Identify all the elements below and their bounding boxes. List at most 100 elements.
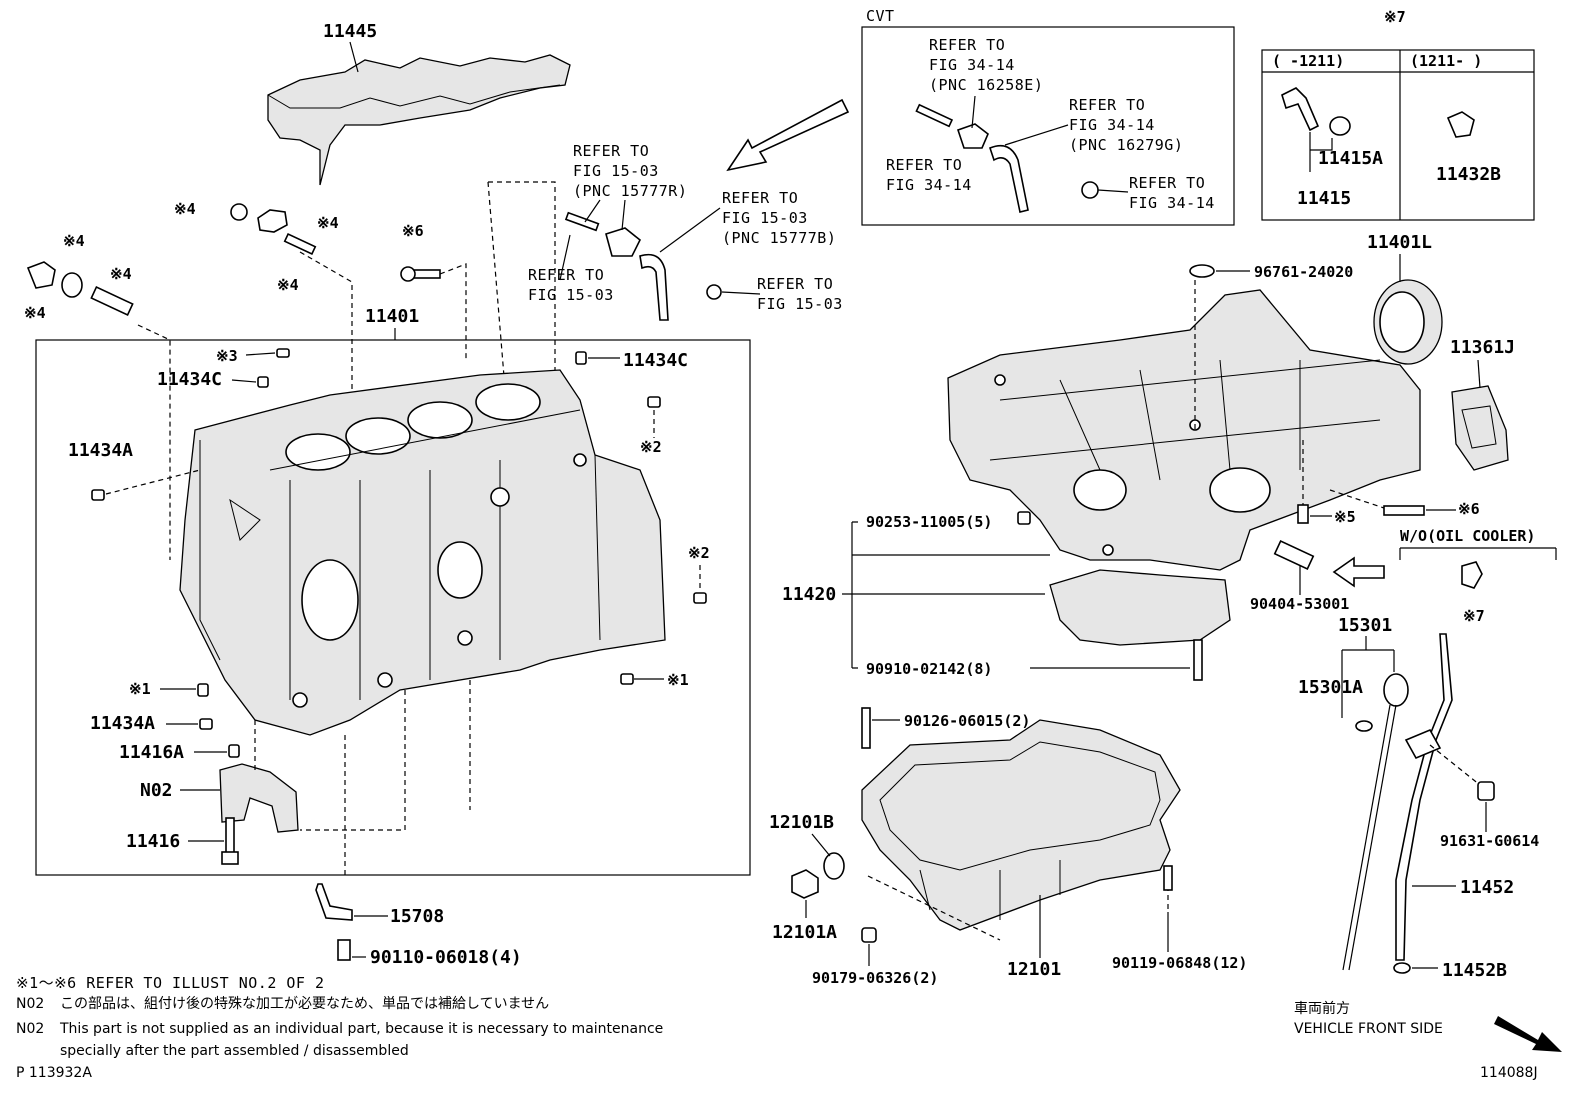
label-11432B: 11432B xyxy=(1436,164,1501,185)
bolt-91631[interactable] xyxy=(1477,781,1495,801)
mark4-d: ※4 xyxy=(63,232,85,250)
mark1-a: ※1 xyxy=(129,680,151,698)
gasket-12101B[interactable] xyxy=(823,852,845,880)
leader-11415 xyxy=(1309,132,1333,172)
mark3: ※3 xyxy=(216,347,238,365)
leader-12101B xyxy=(811,833,831,857)
ref-text-c2[interactable]: FIG 15-03 xyxy=(528,286,614,304)
cvt-ref-a2[interactable]: FIG 34-14 xyxy=(929,56,1015,74)
stud-90126[interactable] xyxy=(861,707,871,749)
label-N02: N02 xyxy=(140,780,173,801)
cvt-ref-b2[interactable]: FIG 34-14 xyxy=(1069,116,1155,134)
dash-guide-2 xyxy=(439,263,467,360)
bolt-mark6-head xyxy=(400,266,416,282)
note-n02-en-1: This part is not supplied as an individu… xyxy=(59,1021,663,1037)
bolt-90119[interactable] xyxy=(1163,865,1173,891)
mark4-f: ※4 xyxy=(24,304,46,322)
part-11361J-cover[interactable] xyxy=(1451,385,1509,471)
mark1-b: ※1 xyxy=(667,671,689,689)
bolt-90910[interactable] xyxy=(1193,639,1203,681)
leader-11445 xyxy=(349,41,359,73)
leader-11434A-a xyxy=(105,469,201,495)
bolt-mark5[interactable] xyxy=(1297,504,1309,524)
mark4-c: ※4 xyxy=(277,276,299,294)
part-11445-cover[interactable] xyxy=(267,54,571,186)
part-11401-cylinder-block[interactable] xyxy=(179,369,666,736)
cvt-ref-d2[interactable]: FIG 34-14 xyxy=(1129,194,1215,212)
mark4-b: ※4 xyxy=(317,214,339,232)
mark6-b: ※6 xyxy=(1458,500,1480,518)
dowel-pins[interactable] xyxy=(91,348,707,758)
note-n02-en-2: specially after the part assembled / dis… xyxy=(60,1043,409,1059)
part-96761-o-ring[interactable] xyxy=(1189,264,1215,278)
ref-text-d2[interactable]: FIG 15-03 xyxy=(757,295,843,313)
pin-90179[interactable] xyxy=(861,927,877,943)
leader-15301 xyxy=(1341,636,1395,718)
mark4-e: ※4 xyxy=(110,265,132,283)
leader-11434C-b xyxy=(231,379,257,383)
label-90119: 90119-06848(12) xyxy=(1112,954,1247,972)
part-90404-plug[interactable] xyxy=(1273,539,1315,571)
dash-guide-91631 xyxy=(1429,744,1481,786)
cvt-title: CVT xyxy=(866,7,895,25)
cylinder-block-box xyxy=(35,339,751,876)
front-arrow-icon xyxy=(1494,1016,1562,1052)
part-11420-stiffening-crankcase[interactable] xyxy=(947,289,1421,646)
label-11415A: 11415A xyxy=(1318,148,1383,169)
bolt-group-mark4[interactable] xyxy=(26,203,317,316)
plug-12101A[interactable] xyxy=(791,869,819,899)
diagram-id-left: P 113932A xyxy=(16,1065,92,1081)
label-11416: 11416 xyxy=(126,831,180,852)
mark7-b: ※7 xyxy=(1463,607,1485,625)
label-11401L: 11401L xyxy=(1367,232,1432,253)
cvt-ref-c2[interactable]: FIG 34-14 xyxy=(886,176,972,194)
note-n02-jp: この部品は、組付け後の特殊な加工が必要なため、単品では補給していません xyxy=(60,996,549,1012)
diagram-id-right: 114088J xyxy=(1480,1065,1538,1081)
leader-11361J xyxy=(1477,359,1481,389)
part-11415[interactable] xyxy=(1281,87,1475,138)
label-11445: 11445 xyxy=(323,21,377,42)
part-15301-dipstick[interactable] xyxy=(1342,673,1409,971)
cvt-ref-a1: REFER TO xyxy=(929,36,1005,54)
label-90110: 90110-06018(4) xyxy=(370,947,522,968)
label-11401: 11401 xyxy=(365,306,419,327)
leader-11420 xyxy=(842,521,1050,669)
serial-col2: (1211- ) xyxy=(1410,52,1482,70)
o-ring-11452B[interactable] xyxy=(1393,962,1411,974)
part-12101-oil-pan[interactable] xyxy=(861,719,1181,931)
mark6-a: ※6 xyxy=(402,222,424,240)
note-refer-illust: ※1～※6 REFER TO ILLUST NO.2 OF 2 xyxy=(16,974,325,992)
cvt-ref-c1: REFER TO xyxy=(886,156,962,174)
label-90179: 90179-06326(2) xyxy=(812,969,938,987)
mark4-a: ※4 xyxy=(174,200,196,218)
label-11434A-a: 11434A xyxy=(68,440,133,461)
o-ring-15301A[interactable] xyxy=(1355,720,1373,732)
label-11420: 11420 xyxy=(782,584,836,605)
part-11452-guide[interactable] xyxy=(1395,633,1453,961)
part-N02-bearing-cap[interactable] xyxy=(219,763,299,865)
part-11401L-oil-seal[interactable] xyxy=(1373,279,1443,365)
ref-text-d1: REFER TO xyxy=(757,275,833,293)
plug-mark7[interactable] xyxy=(1461,561,1483,589)
label-91631: 91631-G0614 xyxy=(1440,832,1539,850)
label-11452B: 11452B xyxy=(1442,960,1507,981)
ref-text-b1: REFER TO xyxy=(722,189,798,207)
label-11361J: 11361J xyxy=(1450,337,1515,358)
ref-text-b2[interactable]: FIG 15-03 xyxy=(722,209,808,227)
label-11434C-b: 11434C xyxy=(157,369,222,390)
ref-text-c1: REFER TO xyxy=(528,266,604,284)
label-90253: 90253-11005(5) xyxy=(866,513,992,531)
label-15301A: 15301A xyxy=(1298,677,1363,698)
dash-guide-pan1 xyxy=(867,875,1001,941)
mark7-top: ※7 xyxy=(1384,8,1406,26)
part-15708-oil-jet[interactable] xyxy=(315,883,353,961)
label-96761: 96761-24020 xyxy=(1254,263,1353,281)
part-90253-pin[interactable] xyxy=(1017,511,1031,525)
dash-guide-1 xyxy=(299,251,353,390)
front-side-jp: 車両前方 xyxy=(1294,1000,1350,1017)
bolt-mark6-b[interactable] xyxy=(1383,505,1425,516)
dash-guide-mark6-b xyxy=(1329,489,1385,509)
ref-text-a2[interactable]: FIG 15-03 xyxy=(573,162,659,180)
label-11416A: 11416A xyxy=(119,742,184,763)
